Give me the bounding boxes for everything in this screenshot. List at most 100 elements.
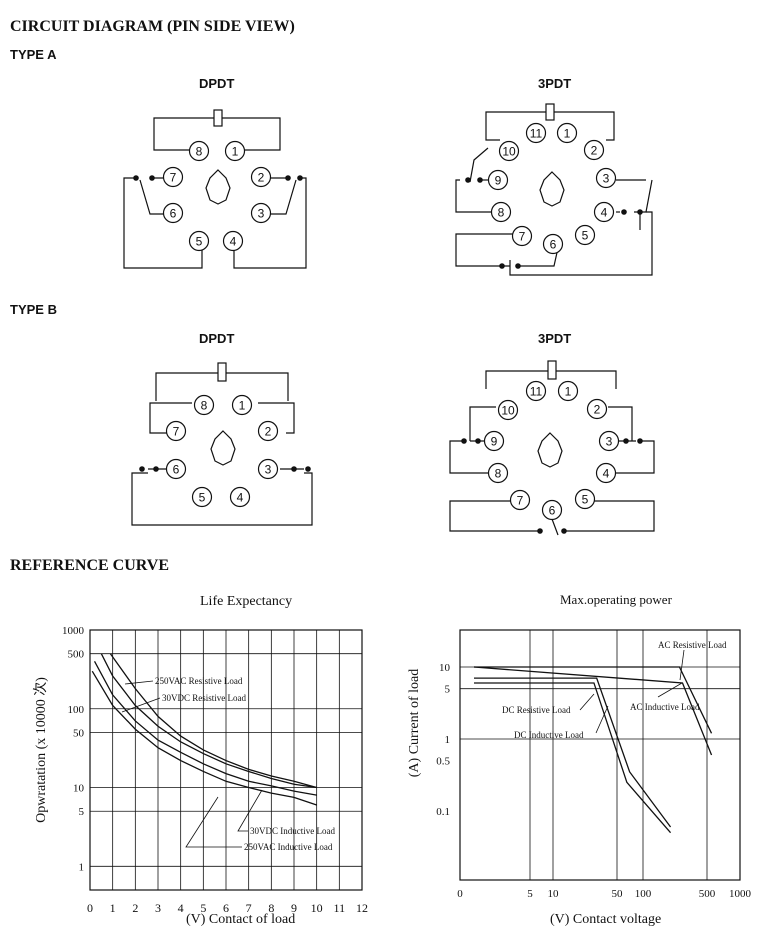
series-line-2 bbox=[93, 661, 317, 796]
pin-number: 5 bbox=[196, 235, 203, 249]
y-tick-label: 0.1 bbox=[436, 806, 450, 818]
pin-number: 8 bbox=[495, 467, 502, 481]
type-b-3pdt-pin-2: 2 bbox=[586, 398, 608, 420]
type-b-dpdt-pin-4: 4 bbox=[229, 486, 251, 508]
pin-number: 9 bbox=[495, 174, 502, 188]
x-tick-label: 10 bbox=[311, 901, 323, 915]
leader-line bbox=[185, 796, 242, 848]
x-tick-label: 11 bbox=[334, 901, 346, 915]
type-b-3pdt-pin-1: 1 bbox=[557, 380, 579, 402]
x-tick-label: 0 bbox=[457, 888, 463, 900]
y-tick-label: 50 bbox=[73, 727, 85, 739]
pin-number: 4 bbox=[603, 467, 610, 481]
label-ac-inductive: AC Inductive Load bbox=[630, 702, 700, 712]
type-a-3pdt-pin-10: 10 bbox=[498, 140, 520, 162]
type-b-3pdt-pin-3: 3 bbox=[598, 430, 620, 452]
x-tick-label: 500 bbox=[699, 888, 716, 900]
pin-number: 8 bbox=[498, 206, 505, 220]
type-a-dpdt-pin-5: 5 bbox=[188, 230, 210, 252]
pin-number: 7 bbox=[517, 494, 524, 508]
pin-number: 1 bbox=[565, 385, 572, 399]
pin-number: 5 bbox=[582, 229, 589, 243]
y-tick-label: 100 bbox=[68, 704, 85, 716]
pin-number: 1 bbox=[232, 145, 239, 159]
x-tick-label: 50 bbox=[612, 888, 624, 900]
type-a-dpdt-pin-6: 6 bbox=[162, 202, 184, 224]
pin-number: 7 bbox=[173, 425, 180, 439]
type-a-dpdt-pin-2: 2 bbox=[250, 166, 272, 188]
type-b-3pdt-pin-11: 11 bbox=[525, 380, 547, 402]
pin-number: 3 bbox=[606, 435, 613, 449]
pin-number: 6 bbox=[173, 463, 180, 477]
type-a-3pdt-pin-9: 9 bbox=[487, 169, 509, 191]
type-b-3pdt-pin-8: 8 bbox=[487, 462, 509, 484]
series-line-2 bbox=[474, 677, 672, 828]
type-b-dpdt-pin-1: 1 bbox=[231, 394, 253, 416]
y-tick-label: 5 bbox=[79, 806, 85, 818]
label-30vdc-resistive: 30VDC Resistive Load bbox=[162, 693, 246, 703]
y-tick-label: 0.5 bbox=[436, 756, 450, 768]
label-dc-inductive: DC Inductive Load bbox=[514, 730, 584, 740]
x-tick-label: 5 bbox=[527, 888, 533, 900]
pin-number: 4 bbox=[237, 491, 244, 505]
type-a-dpdt-pin-3: 3 bbox=[250, 202, 272, 224]
type-a-3pdt-pin-5: 5 bbox=[574, 224, 596, 246]
type-b-dpdt-pin-8: 8 bbox=[193, 394, 215, 416]
series-line-3 bbox=[474, 682, 672, 834]
y-tick-label: 5 bbox=[445, 684, 451, 696]
x-tick-label: 9 bbox=[291, 901, 297, 915]
type-a-3pdt-pin-1: 1 bbox=[556, 122, 578, 144]
y-tick-label: 1000 bbox=[62, 625, 85, 637]
x-tick-label: 100 bbox=[635, 888, 652, 900]
x-tick-label: 2 bbox=[132, 901, 138, 915]
pin-number: 5 bbox=[199, 491, 206, 505]
label-dc-resistive: DC Resistive Load bbox=[502, 705, 571, 715]
type-b-dpdt-diagram bbox=[131, 362, 313, 526]
type-a-dpdt-title: DPDT bbox=[199, 76, 235, 91]
life-expectancy-title: Life Expectancy bbox=[200, 594, 293, 609]
type-b-dpdt-pin-6: 6 bbox=[165, 458, 187, 480]
type-b-dpdt-pin-3: 3 bbox=[257, 458, 279, 480]
type-a-dpdt-pin-4: 4 bbox=[222, 230, 244, 252]
leader-line bbox=[595, 705, 609, 734]
y-tick-label: 500 bbox=[68, 649, 85, 661]
life-expectancy-xlabel: (V) Contact of load bbox=[186, 912, 296, 927]
type-a-3pdt-pin-2: 2 bbox=[583, 139, 605, 161]
type-b-3pdt-pin-4: 4 bbox=[595, 462, 617, 484]
type-b-dpdt-pin-7: 7 bbox=[165, 420, 187, 442]
leader-line bbox=[679, 649, 685, 681]
label-250vac-resistive: 250VAC Resistive Load bbox=[155, 676, 243, 686]
y-tick-label: 1 bbox=[445, 734, 451, 746]
type-b-heading: TYPE B bbox=[10, 302, 57, 317]
type-b-dpdt-pin-5: 5 bbox=[191, 486, 213, 508]
x-tick-label: 8 bbox=[268, 901, 274, 915]
x-tick-label: 0 bbox=[87, 901, 93, 915]
x-tick-label: 7 bbox=[246, 901, 252, 915]
label-30vdc-inductive: 30VDC Inductive Load bbox=[250, 826, 335, 836]
type-a-3pdt-title: 3PDT bbox=[538, 76, 572, 91]
type-a-3pdt-pin-11: 11 bbox=[525, 122, 547, 144]
pin-number: 3 bbox=[258, 207, 265, 221]
x-tick-label: 10 bbox=[548, 888, 560, 900]
type-b-dpdt-pin-2: 2 bbox=[257, 420, 279, 442]
label-250vac-inductive: 250VAC Inductive Load bbox=[244, 842, 333, 852]
type-a-dpdt-pin-7: 7 bbox=[162, 166, 184, 188]
type-b-3pdt-pin-7: 7 bbox=[509, 489, 531, 511]
pin-number: 4 bbox=[230, 235, 237, 249]
pin-number: 1 bbox=[239, 399, 246, 413]
label-ac-resistive: AC Resistive Load bbox=[658, 640, 727, 650]
x-tick-label: 6 bbox=[223, 901, 229, 915]
pin-number: 9 bbox=[491, 435, 498, 449]
pin-number: 2 bbox=[591, 144, 598, 158]
type-a-3pdt-pin-6: 6 bbox=[542, 233, 564, 255]
max-power-title: Max.operating power bbox=[560, 592, 672, 607]
pin-number: 4 bbox=[601, 206, 608, 220]
pin-number: 8 bbox=[201, 399, 208, 413]
pin-circles: 1234567812345678910111234567812345678910… bbox=[162, 122, 620, 521]
series-line-0 bbox=[109, 653, 317, 789]
pin-number: 7 bbox=[170, 171, 177, 185]
y-tick-label: 10 bbox=[73, 783, 85, 795]
type-b-3pdt-pin-10: 10 bbox=[497, 399, 519, 421]
type-b-3pdt-title: 3PDT bbox=[538, 331, 572, 346]
